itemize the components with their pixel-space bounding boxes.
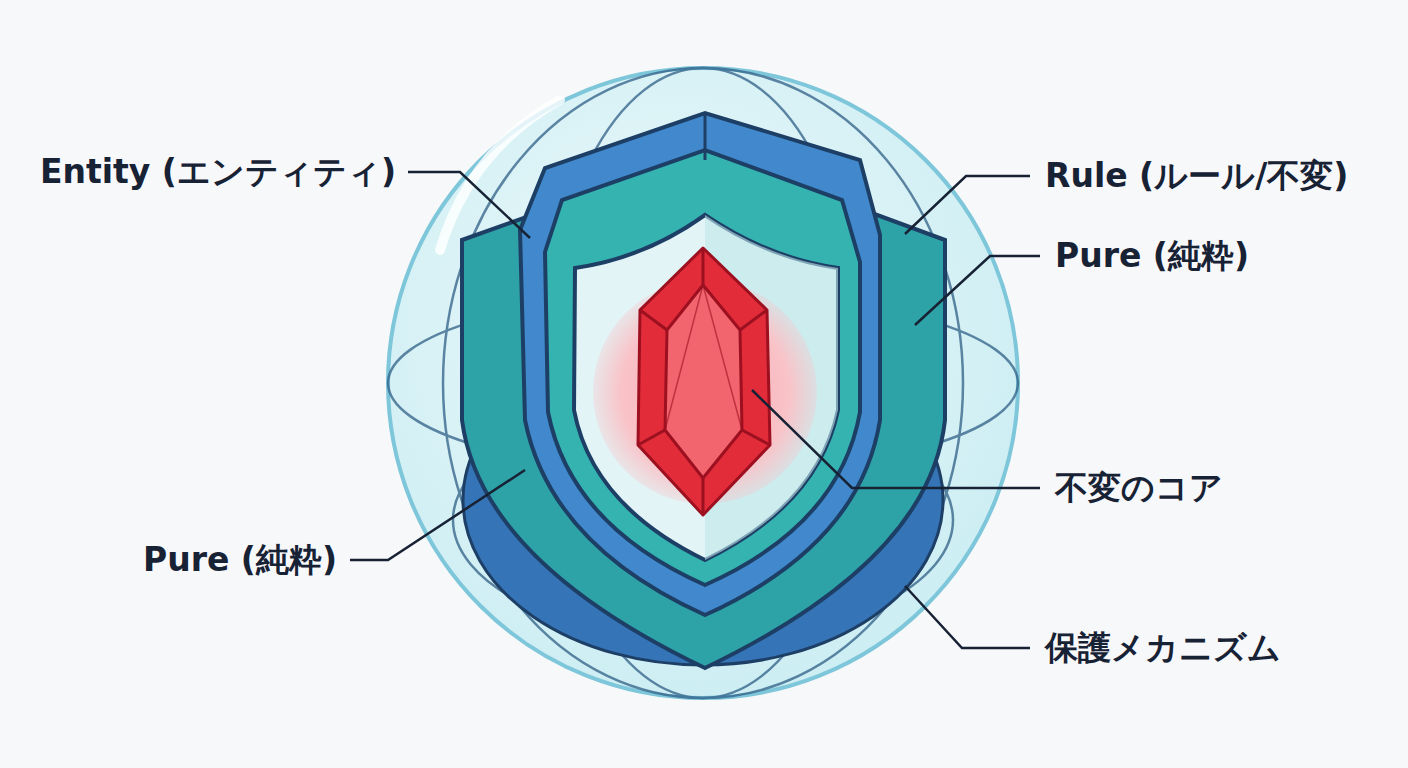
protective-sphere: [388, 68, 1018, 698]
core-crystal: [638, 248, 770, 515]
leader-lines: [350, 172, 1040, 648]
callout-label: Pure (純粋): [143, 540, 337, 580]
callout-label: Pure (純粋): [1055, 236, 1249, 276]
shield-layer: [545, 150, 860, 585]
shield-inner: [574, 215, 838, 560]
callout-label: Rule (ルール/不変): [1045, 156, 1348, 196]
callout-label: Entity (エンティティ): [40, 152, 396, 192]
callout-label: 不変のコア: [1055, 468, 1223, 508]
core-glow: [593, 280, 817, 504]
callout-label: 保護メカニズム: [1045, 628, 1281, 668]
shield-layer: [520, 113, 880, 615]
orbit-lines: [388, 68, 1018, 698]
